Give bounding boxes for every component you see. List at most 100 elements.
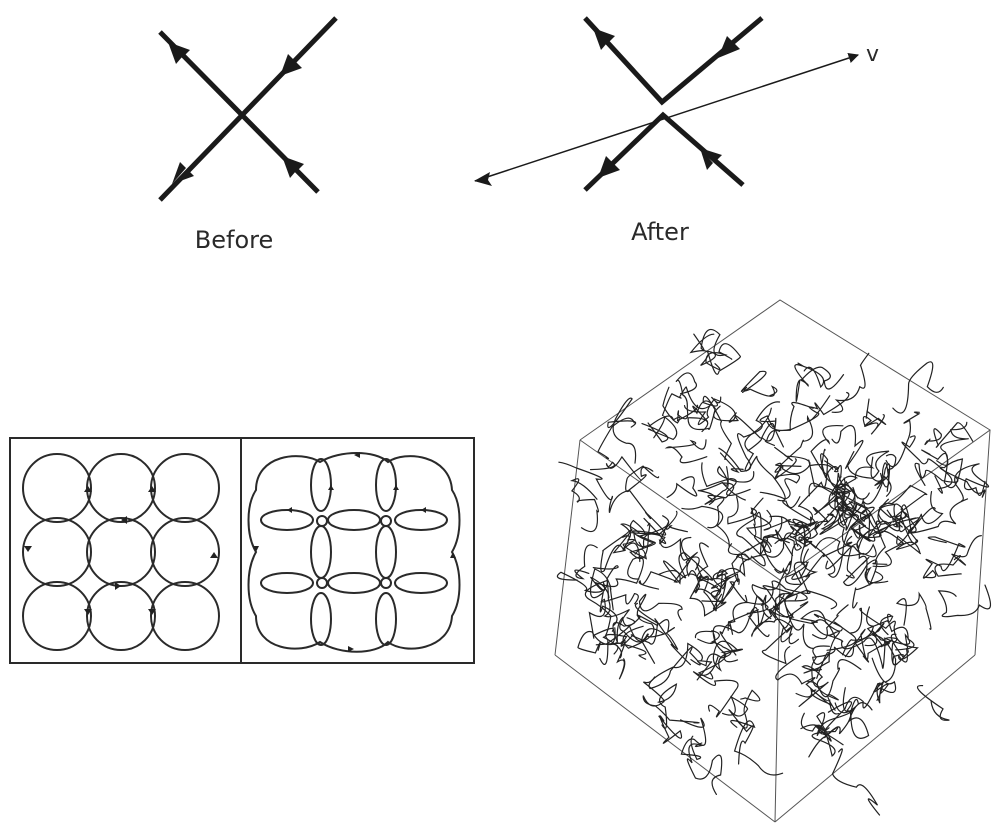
after-arrow-3b <box>598 164 620 178</box>
vortex-filament <box>634 602 691 666</box>
vortex-filament <box>794 362 825 402</box>
vortex-filament <box>589 568 618 627</box>
vortex-filament <box>736 511 766 567</box>
vortex-filament <box>607 397 637 464</box>
vortex-filament <box>814 483 859 531</box>
after-lines <box>583 16 764 192</box>
cube-edges <box>554 299 991 823</box>
vortex-filament <box>759 415 784 448</box>
vortex-filament <box>862 475 917 533</box>
before-lines <box>158 16 338 202</box>
vortex-filament <box>750 497 811 547</box>
vortex-filament <box>657 683 678 729</box>
vortex-filament <box>877 502 903 532</box>
vortex-filament <box>850 607 919 663</box>
vortex-filament <box>784 561 809 585</box>
vortex-filament <box>819 498 864 579</box>
vortex-filament <box>719 621 737 656</box>
vortex-filament <box>643 517 700 571</box>
vortex-filament <box>864 615 894 648</box>
before-arrow-4 <box>282 156 304 170</box>
vortex-filament <box>766 391 850 432</box>
vortex-filament <box>558 461 654 513</box>
vortex-filament <box>800 610 843 636</box>
vortex-filament <box>892 484 928 544</box>
vortex-filament <box>740 370 778 397</box>
vortex-filament <box>852 570 884 609</box>
vortex-filament <box>812 646 855 679</box>
vortex-filament <box>934 554 962 577</box>
vortex-filament <box>831 352 870 413</box>
vortex-filament <box>642 676 700 724</box>
vortex-filament <box>697 640 744 680</box>
vortex-filament <box>800 712 844 757</box>
vortex-filament <box>629 530 661 548</box>
vortex-filament <box>592 565 649 643</box>
vortex-filament <box>713 405 763 452</box>
vortex-filament <box>638 522 688 549</box>
vortex-filament <box>712 581 748 610</box>
vortex-tangle-cube <box>554 299 992 823</box>
left-ring-arrows <box>24 486 218 615</box>
vortex-filament <box>693 328 728 371</box>
vortex-filament <box>895 498 969 555</box>
vortex-filament <box>701 462 751 497</box>
after-arrow-4b <box>700 148 713 170</box>
vortex-filament <box>736 689 761 729</box>
vortex-filament <box>661 386 711 416</box>
after-line-bottom <box>583 111 745 192</box>
vortex-filament <box>675 372 699 422</box>
vortex-filament <box>824 682 883 732</box>
vortex-filament <box>753 529 794 573</box>
vortex-filament <box>893 503 920 533</box>
vortex-filament <box>704 465 755 529</box>
after-arrow-1b <box>593 28 607 50</box>
vortex-filament <box>760 580 811 606</box>
velocity-arrow <box>474 52 859 182</box>
vortex-filament <box>776 525 877 558</box>
vortex-filament <box>658 715 683 744</box>
vortex-filament <box>666 476 698 498</box>
vortex-filament <box>707 466 735 500</box>
vortex-filament <box>921 449 986 498</box>
vortex-filament <box>795 687 840 715</box>
vortex-filament <box>808 701 853 758</box>
before-arrow-1b <box>168 42 182 64</box>
after-arrowheads <box>593 28 740 178</box>
vortex-filament <box>813 613 857 651</box>
vortex-filament <box>574 544 598 580</box>
vortex-filament <box>800 366 845 390</box>
vortex-filament <box>785 541 853 600</box>
vortex-filament <box>647 414 678 441</box>
vortex-filament <box>937 584 992 618</box>
vortex-filament <box>810 424 870 500</box>
vortex-filament <box>842 556 889 587</box>
after-line-top <box>583 16 764 106</box>
before-arrowheads <box>168 42 304 184</box>
vortex-filament <box>556 571 623 659</box>
vortex-filament <box>775 654 832 706</box>
vortex-filament <box>692 656 739 718</box>
vortex-filament <box>895 591 932 630</box>
vortex-filament <box>595 639 626 680</box>
right-ring-arrows <box>253 452 456 652</box>
vortex-filament <box>820 506 840 530</box>
vortex-filament <box>762 593 798 620</box>
vortex-filament <box>597 417 635 460</box>
after-arrow-2 <box>718 36 733 58</box>
vortex-filament <box>694 606 765 639</box>
vortex-filament <box>689 574 740 617</box>
vortex-filament <box>924 422 974 448</box>
vortex-filament <box>600 528 641 573</box>
vortex-filament <box>831 748 881 816</box>
vortex-filament <box>901 435 953 494</box>
vortex-filament <box>678 542 709 582</box>
vortex-filament <box>696 630 732 681</box>
vortex-filament <box>577 630 647 660</box>
vortex-filament <box>605 624 666 664</box>
vortex-filament <box>880 613 915 651</box>
vortex-filament <box>730 719 784 776</box>
vortex-filament <box>641 386 681 443</box>
before-arrow-2b <box>280 62 302 76</box>
